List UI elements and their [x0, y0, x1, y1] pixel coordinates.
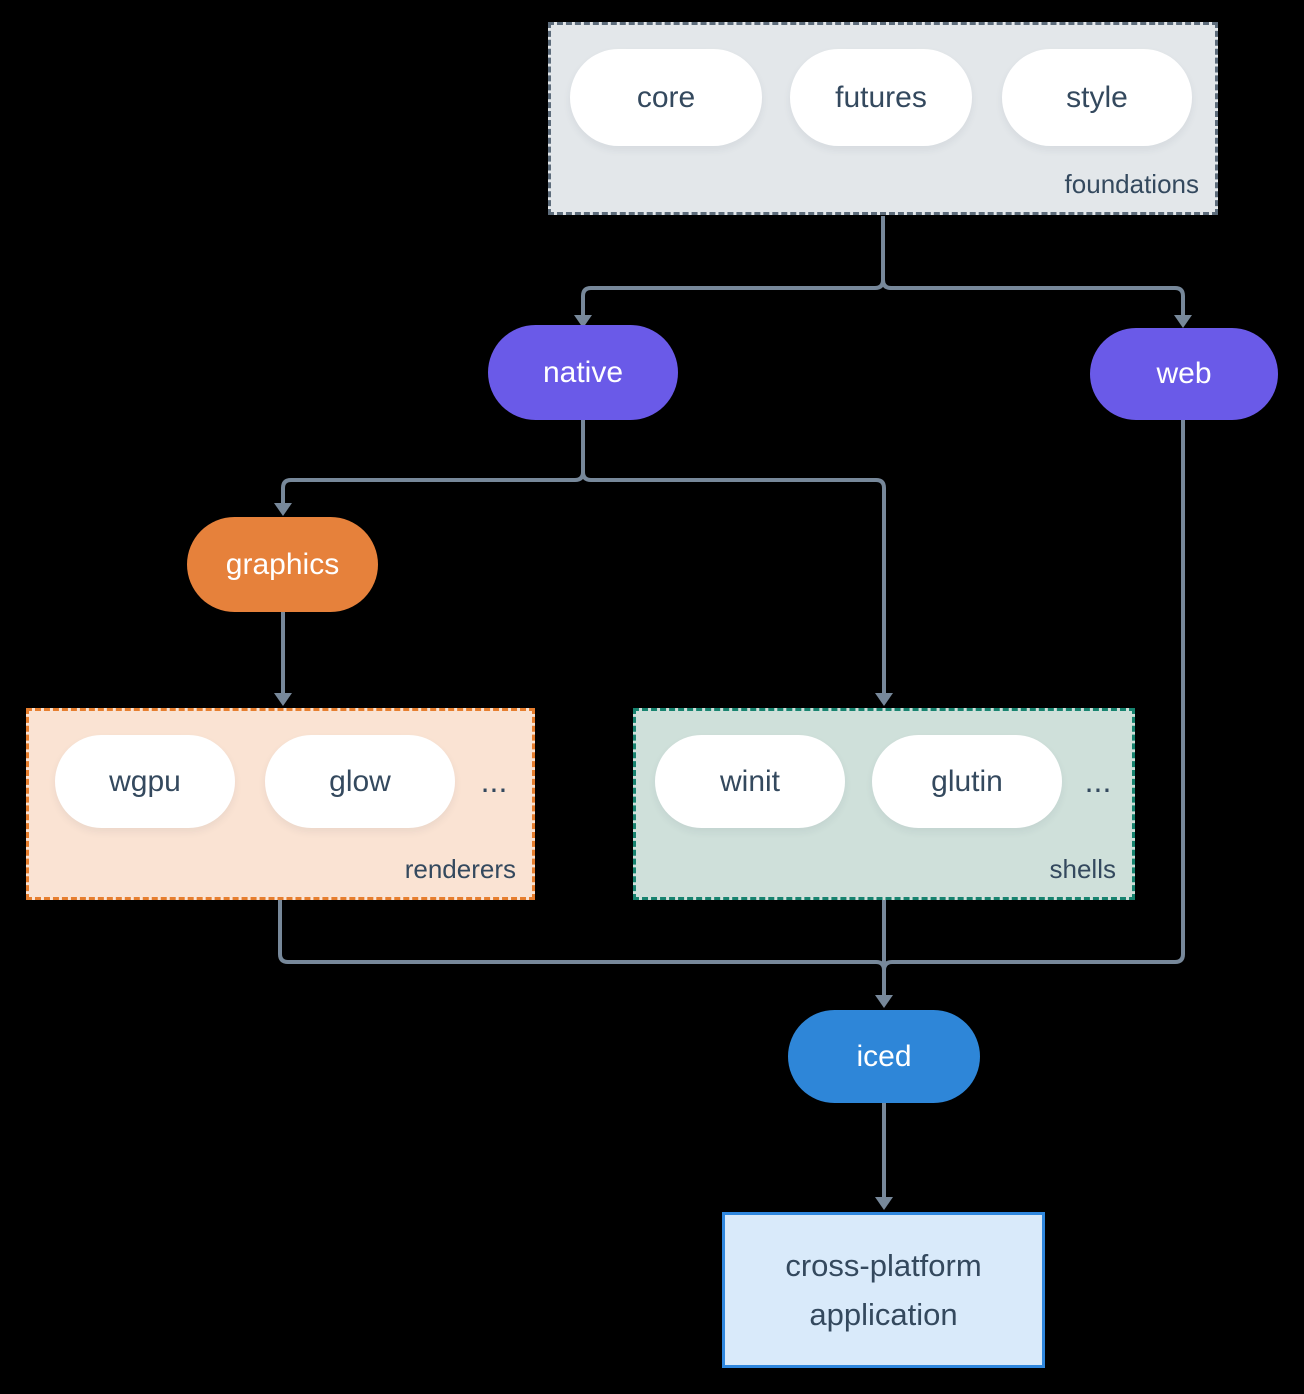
shells-group: winit glutin ... shells — [633, 708, 1135, 900]
node-iced: iced — [788, 1010, 980, 1103]
edge-foundations-native — [574, 216, 885, 328]
edge-native-graphics — [274, 420, 585, 516]
pill-glutin: glutin — [872, 735, 1062, 828]
shells-ellipsis: ... — [1084, 763, 1112, 799]
edge-renderers-merge — [278, 900, 886, 971]
foundations-group-label: foundations — [1064, 169, 1199, 199]
pill-winit: winit — [655, 735, 845, 828]
node-web: web — [1090, 328, 1278, 420]
pill-style: style — [1002, 49, 1192, 146]
node-native: native — [488, 325, 678, 420]
foundations-group: core futures style foundations — [548, 22, 1218, 215]
pill-futures: futures — [790, 49, 972, 146]
renderers-group-label: renderers — [404, 854, 516, 884]
renderers-group: wgpu glow ... renderers — [26, 708, 535, 900]
pill-glow: glow — [265, 735, 455, 828]
application-box: cross-platform application — [722, 1212, 1045, 1368]
pill-wgpu: wgpu — [55, 735, 235, 828]
edge-foundations-web — [881, 216, 1192, 328]
shells-group-label: shells — [1049, 854, 1116, 884]
edge-native-shells — [581, 420, 893, 706]
pill-core: core — [570, 49, 762, 146]
node-graphics: graphics — [187, 517, 378, 612]
renderers-ellipsis: ... — [480, 763, 508, 799]
